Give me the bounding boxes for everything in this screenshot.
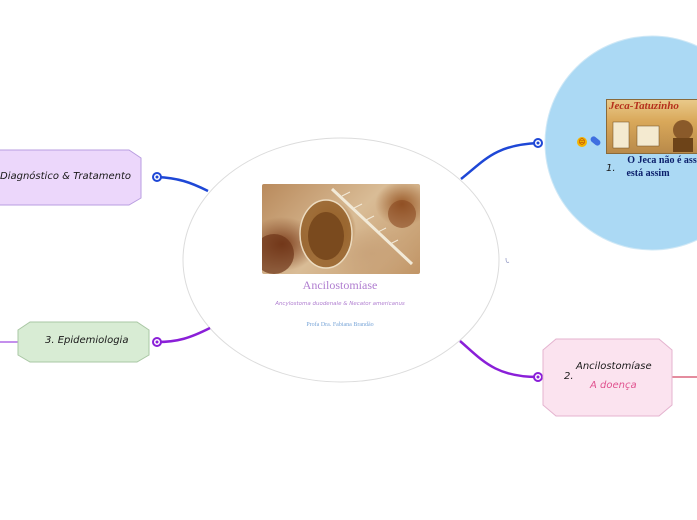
collapse-toggle-doenca-dot [536, 375, 540, 379]
central-topic-author: Profa Dra. Fabiana Brandão [306, 322, 374, 328]
node-epidemiologia-label[interactable]: 3. Epidemiologia [45, 335, 129, 346]
branch-line-diagnostico [156, 175, 209, 193]
jeca-photo-title: Jeca-Tatuzinho [609, 100, 679, 112]
central-topic-title[interactable]: Ancilostomíase [302, 278, 378, 292]
node-doenca-number: 2. [564, 371, 574, 382]
small-glyph-mark [505, 257, 510, 263]
node-jeca-number: 1. [606, 163, 616, 174]
central-topic-subtitle: Ancylostoma duodenale & Necator american… [275, 301, 405, 307]
node-doenca-subtitle: A doença [590, 380, 637, 391]
node-doenca-shape[interactable] [542, 338, 673, 417]
collapse-toggle-jeca-dot [536, 141, 540, 145]
jeca-photo-illustration [612, 120, 693, 152]
angry-face-icon: ☹ [577, 137, 587, 147]
node-jeca-caption-line1: O Jeca não é ass [627, 155, 697, 166]
microscope-photo [262, 184, 420, 274]
node-doenca-title[interactable]: Ancilostomíase [576, 361, 652, 372]
branch-line-doenca [459, 340, 539, 379]
microscope-photo-illustration [262, 187, 416, 274]
node-diagnostico-shape[interactable] [0, 149, 142, 206]
node-jeca-caption[interactable]: O Jeca não é ass está assim [612, 154, 697, 180]
jeca-tatuzinho-photo [606, 99, 697, 154]
collapse-toggle-epidemiologia-dot [155, 340, 159, 344]
node-epidemiologia-shape[interactable] [17, 321, 150, 363]
branch-line-epidemiologia [156, 326, 211, 344]
node-jeca-caption-line2: está assim [626, 168, 670, 179]
collapse-toggle-diagnostico-dot [155, 175, 159, 179]
node-diagnostico-label[interactable]: Diagnóstico & Tratamento [0, 171, 131, 182]
branch-line-jeca [460, 141, 539, 180]
